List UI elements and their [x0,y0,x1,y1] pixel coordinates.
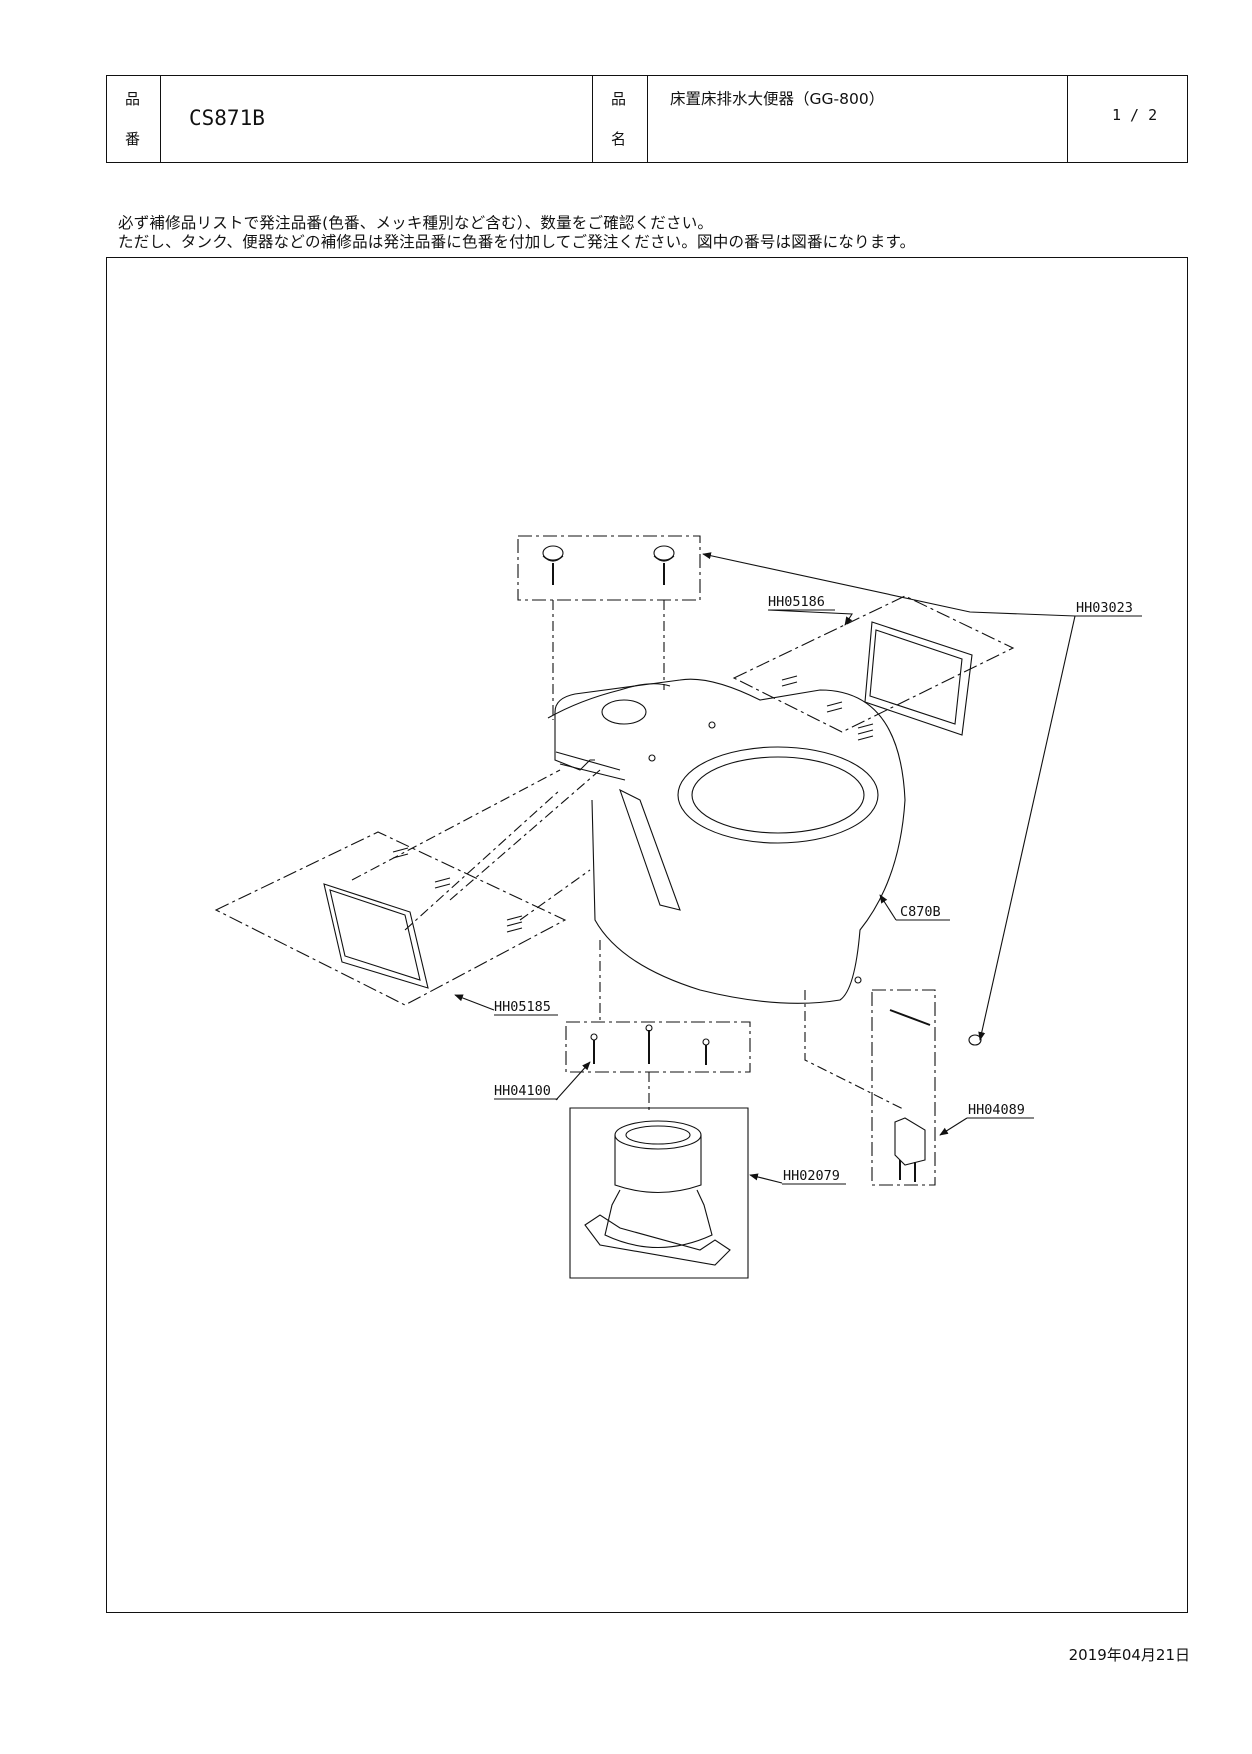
floor-bracket-group [804,989,982,1186]
note-line-2: ただし、タンク、便器などの補修品は発注品番に色番を付加してご発注ください。図中の… [118,233,916,251]
title-block-divider [647,76,648,162]
part-number: CS871B [189,106,265,130]
name-label-2: 名 [611,130,627,148]
drain-flange-group [569,1107,749,1279]
title-block [106,75,1188,163]
label-c870b: C870B [900,904,941,920]
part-no-label-1: 品 [125,90,141,108]
title-block-divider [160,76,161,162]
label-hh05186: HH05186 [768,594,825,610]
part-no-label-2: 番 [125,130,141,148]
name-label-1: 品 [611,90,627,108]
label-hh04100: HH04100 [494,1083,551,1099]
title-block-divider [1067,76,1068,162]
toilet-bowl [547,678,906,1004]
product-name: 床置床排水大便器（GG-800） [670,90,885,108]
drawing-frame [106,257,1188,1613]
label-hh04089: HH04089 [968,1102,1025,1118]
rear-cover-group [732,595,1015,741]
title-block-divider [592,76,593,162]
page-indicator: 1 / 2 [1112,106,1158,124]
side-cover-group [214,769,601,1006]
label-hh05185: HH05185 [494,999,551,1015]
label-hh02079: HH02079 [783,1168,840,1184]
seat-bolt-cap-icon [653,545,675,585]
seat-bolt-cap-icon [542,545,564,585]
label-hh03023: HH03023 [1076,600,1133,616]
bolt-cap-group-box [517,535,701,601]
issue-date: 2019年04月21日 [1068,1646,1190,1664]
note-line-1: 必ず補修品リストで発注品番(色番、メッキ種別など含む）、数量をご確認ください。 [118,214,714,232]
flange-screw-group [565,940,751,1110]
